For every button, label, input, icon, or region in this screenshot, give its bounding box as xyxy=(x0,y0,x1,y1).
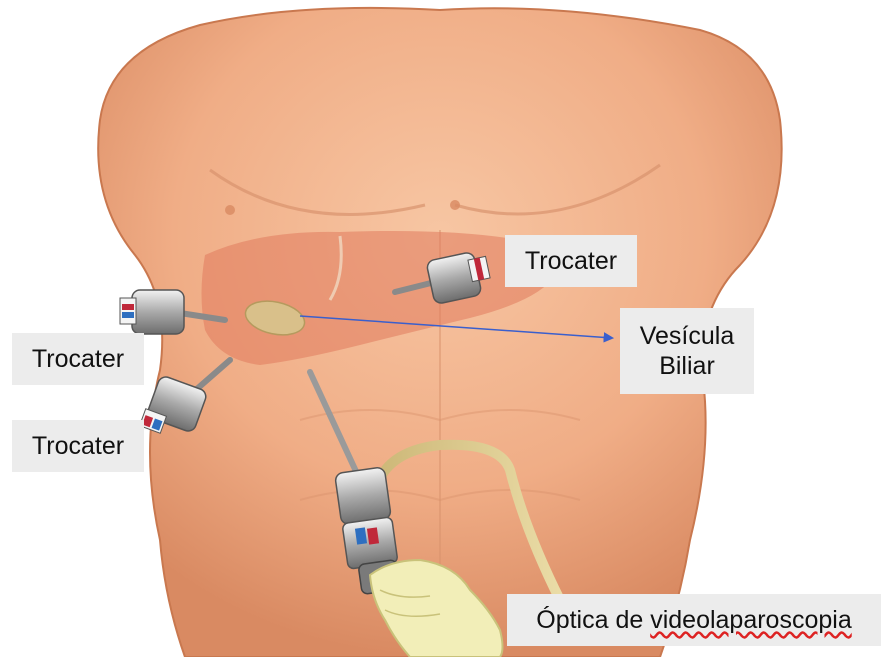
label-trocater-right-text: Trocater xyxy=(525,246,617,276)
label-trocater-left-upper: Trocater xyxy=(12,333,144,385)
label-vesicula-biliar: Vesícula Biliar xyxy=(620,308,754,394)
label-trocater-left-upper-text: Trocater xyxy=(32,344,124,374)
label-trocater-right: Trocater xyxy=(505,235,637,287)
label-trocater-left-lower: Trocater xyxy=(12,420,144,472)
label-optica-underlined: videolaparoscopia xyxy=(650,605,852,635)
label-optica-videolaparoscopia: Óptica de videolaparoscopia xyxy=(507,594,881,646)
label-trocater-left-lower-text: Trocater xyxy=(32,431,124,461)
label-optica-prefix: Óptica de xyxy=(536,605,650,635)
label-vesicula-line1: Vesícula xyxy=(640,321,735,351)
label-vesicula-line2: Biliar xyxy=(659,351,715,381)
